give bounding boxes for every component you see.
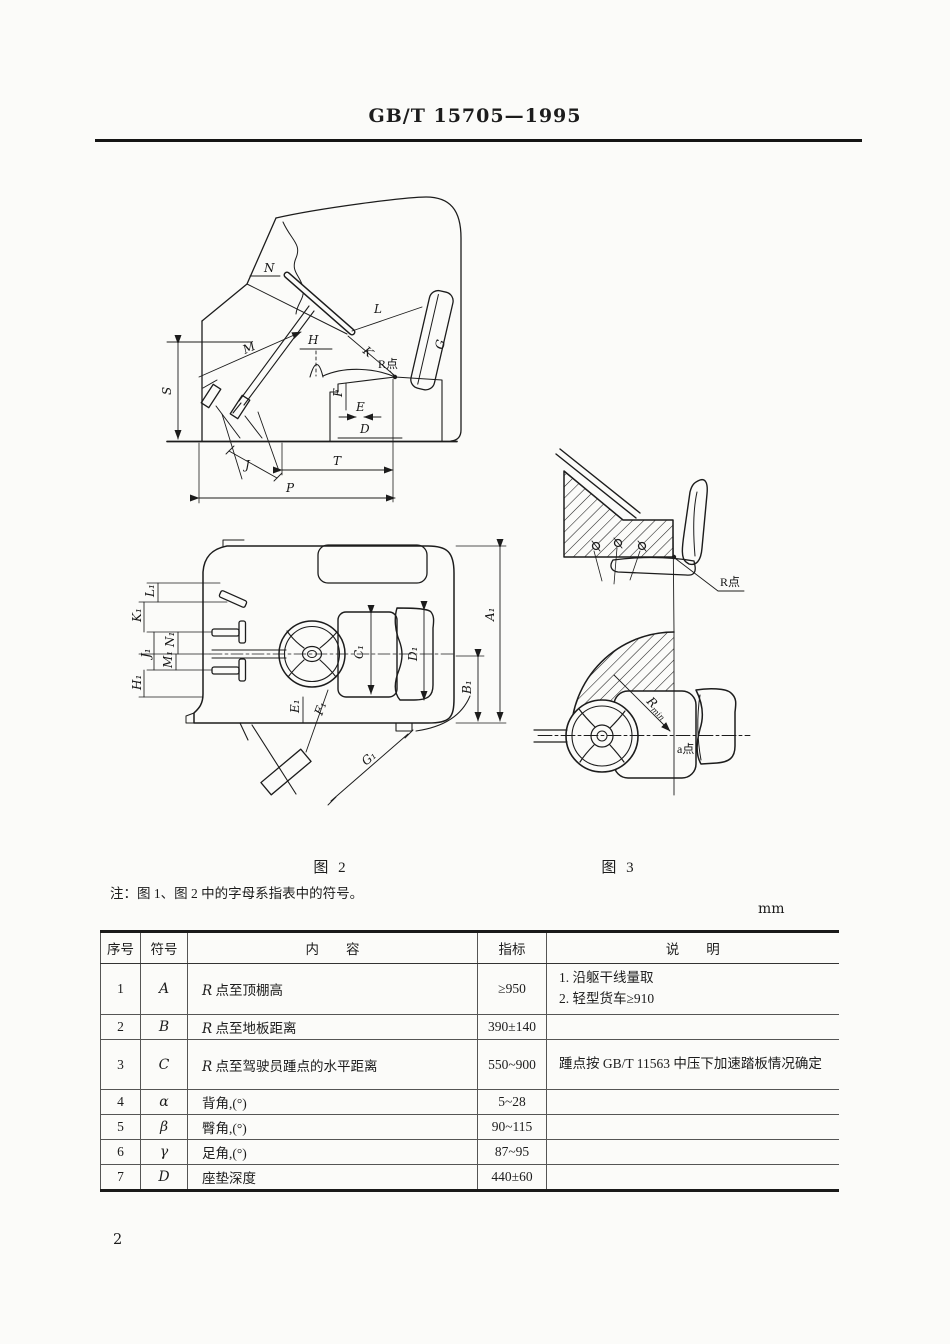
row3-note: 踵点按 GB/T 11563 中压下加速踏板情况确定 [546,1039,839,1090]
fig2-caption: 图 2 [313,860,349,876]
dim-label-G: G [432,338,448,351]
dim-label-K1: K₁ [130,608,144,623]
dim-label-M1: M₁ [161,651,175,669]
dim-label-G1: G₁ [359,748,379,768]
table-header-row: 序号 符号 内 容 指标 说 明 [100,931,839,964]
row4-no: 4 [100,1089,141,1115]
table-row: 7 D 座垫深度 440±60 [100,1164,839,1191]
fig2-plan-view: L₁ K₁ N₁ J₁ M₁ H₁ E₁ F₁ G₁ C₁ D₁ A₁ B₁ [130,539,507,806]
row5-index: 90~115 [477,1114,547,1140]
standard-number-title: GB/T 15705—1995 [368,105,582,127]
col-header-no: 序号 [100,931,141,964]
dim-label-H: H [307,333,319,347]
row6-symbol: γ [140,1139,188,1165]
row3-symbol: C [140,1039,188,1090]
dim-label-M: M [240,339,258,357]
col-header-index: 指标 [477,931,547,964]
table-row: 6 γ 足角,(°) 87~95 [100,1139,839,1165]
row7-no: 7 [100,1164,141,1191]
table-row: 3 C R 点至驾驶员踵点的水平距离 550~900 踵点按 GB/T 1156… [100,1039,839,1090]
row3-no: 3 [100,1039,141,1090]
table-row: 2 B R 点至地板距离 390±140 [100,1014,839,1040]
row2-note [546,1014,839,1040]
dim-label-N: N [263,261,275,275]
fig3-caption: 图 3 [601,860,637,876]
dim-label-S: S [160,387,174,395]
row3-content: R 点至驾驶员踵点的水平距离 [187,1039,478,1090]
row2-no: 2 [100,1014,141,1040]
dim-label-E1: E₁ [288,699,302,714]
row2-content: R 点至地板距离 [187,1014,478,1040]
technical-figures: N L M H K G R点 S F E D J T P [130,196,751,806]
row5-no: 5 [100,1114,141,1140]
dim-label-A1: A₁ [483,608,497,622]
row1-note: 1. 沿躯干线量取 2. 轻型货车≥910 [546,963,839,1015]
row4-note [546,1089,839,1115]
dim-label-J1: J₁ [139,648,153,661]
dim-label-N1: N₁ [163,632,177,648]
figure-note: 注：图 1、图 2 中的字母系指表中的符号。 [110,886,364,901]
label-a-point: a点 [677,742,694,756]
dim-label-H1: H₁ [130,675,144,691]
col-header-note: 说 明 [546,931,839,964]
row4-symbol: α [140,1089,188,1115]
header-divider [95,139,862,142]
page-number: 2 [113,1232,123,1248]
label-r-point-fig3: R点 [720,575,740,589]
table-row: 5 β 臀角,(°) 90~115 [100,1114,839,1140]
row2-index: 390±140 [477,1014,547,1040]
dim-label-L: L [373,302,382,316]
dim-label-F: F [331,388,345,398]
row5-note [546,1114,839,1140]
dim-label-P: P [285,481,295,495]
dim-label-D1: D₁ [406,647,420,662]
dim-label-J: J [242,458,251,472]
row4-index: 5~28 [477,1089,547,1115]
row7-note [546,1164,839,1191]
row5-symbol: β [140,1114,188,1140]
row7-content: 座垫深度 [187,1164,478,1191]
row4-content: 背角,(°) [187,1089,478,1115]
table-unit-label: mm [758,901,785,917]
row3-index: 550~900 [477,1039,547,1090]
row6-content: 足角,(°) [187,1139,478,1165]
dim-label-L1: L₁ [143,584,157,598]
dim-label-T: T [333,454,342,468]
label-r-point: R点 [378,357,398,371]
row6-index: 87~95 [477,1139,547,1165]
row6-no: 6 [100,1139,141,1165]
row1-content: R 点至顶棚高 [187,963,478,1015]
col-header-content: 内 容 [187,931,478,964]
table-row: 4 α 背角,(°) 5~28 [100,1089,839,1115]
dim-label-E: E [355,400,365,414]
col-header-symbol: 符号 [140,931,188,964]
row2-symbol: B [140,1014,188,1040]
dim-label-F1: F₁ [311,700,329,718]
fig3-view: R点 Rmin a点 [533,448,751,796]
row1-no: 1 [100,963,141,1015]
fig2-side-view: N L M H K G R点 S F E D J T P [160,196,462,504]
row5-content: 臀角,(°) [187,1114,478,1140]
row7-index: 440±60 [477,1164,547,1191]
row1-symbol: A [140,963,188,1015]
row6-note [546,1139,839,1165]
row1-index: ≥950 [477,963,547,1015]
dim-label-D: D [359,422,370,436]
row7-symbol: D [140,1164,188,1191]
spec-table: 序号 符号 内 容 指标 说 明 1 A R 点至顶棚高 ≥950 1. 沿躯干… [100,930,839,1192]
dim-label-C1: C₁ [352,645,366,659]
table-row: 1 A R 点至顶棚高 ≥950 1. 沿躯干线量取 2. 轻型货车≥910 [100,963,839,1015]
dim-label-B1: B₁ [460,680,474,695]
